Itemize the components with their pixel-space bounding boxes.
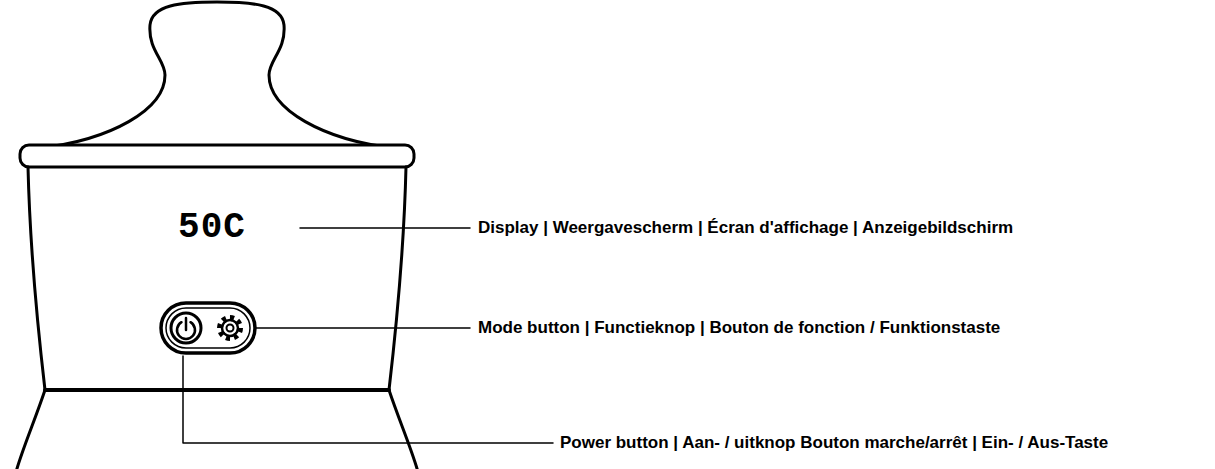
gear-icon xyxy=(227,325,234,332)
cap-outline xyxy=(40,2,394,148)
leader-line xyxy=(183,356,553,443)
power-icon xyxy=(171,313,201,343)
leader-line xyxy=(300,227,470,229)
leader-line xyxy=(256,327,470,329)
button-pill xyxy=(161,303,255,353)
power-icon xyxy=(185,318,188,330)
display-reading: 50C xyxy=(178,206,246,249)
flange xyxy=(20,145,414,167)
callout-label: Power button | Aan- / uitknop Bouton mar… xyxy=(560,433,1108,453)
callout-label: Display | Weergavescherm | Écran d'affic… xyxy=(478,218,1013,238)
body-outline xyxy=(16,167,45,469)
button-pill-inner xyxy=(166,308,250,348)
body-outline xyxy=(389,167,418,469)
callout-label: Mode button | Functieknop | Bouton de fo… xyxy=(478,318,1000,338)
body-seam xyxy=(45,388,389,392)
gear-icon xyxy=(220,318,240,338)
gear-icon xyxy=(222,320,238,336)
